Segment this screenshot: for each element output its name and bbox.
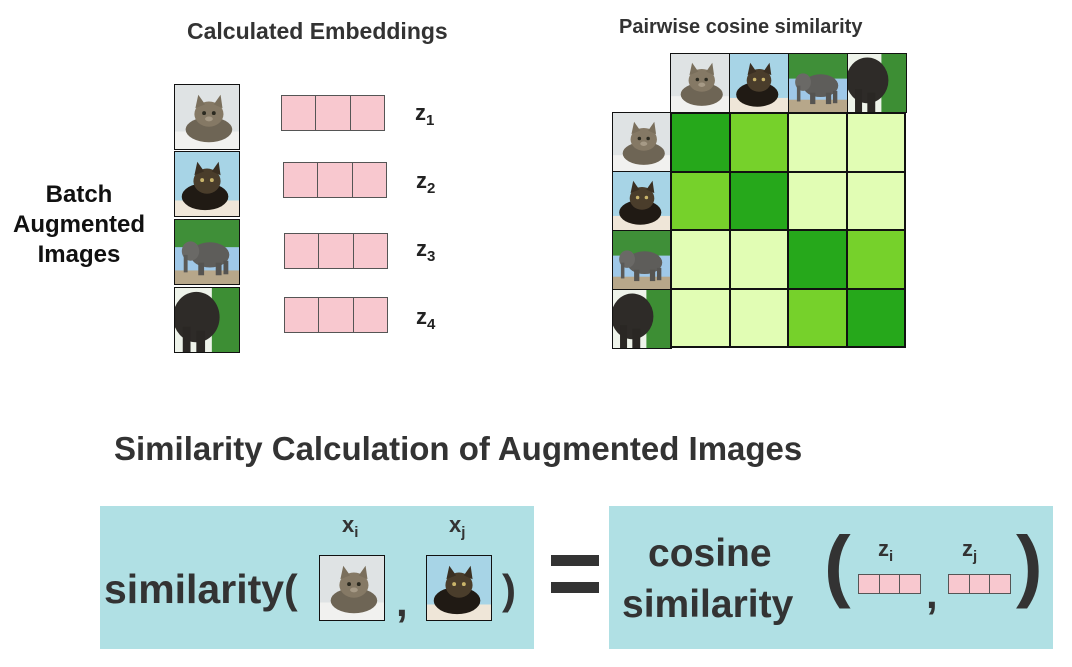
cat-thumbnail-icon [670, 53, 730, 113]
embedding-vector [858, 574, 921, 594]
similarity-function-text: similarity( [104, 566, 298, 612]
similarity-word: similarity [622, 583, 794, 626]
cat-thumbnail-icon [729, 53, 789, 113]
xi-label: xi [342, 512, 359, 541]
similarity-cell-1-4 [846, 113, 905, 172]
elephant-thumbnail-icon [174, 287, 240, 353]
similarity-cell-4-3 [788, 288, 847, 347]
similarity-cell-4-2 [729, 288, 788, 347]
similarity-cell-2-3 [788, 171, 847, 230]
embedding-vector [284, 297, 388, 333]
embedding-vector [284, 233, 388, 269]
cat-thumbnail-icon [612, 171, 672, 231]
similarity-cell-3-4 [846, 230, 905, 289]
xj-label: xj [449, 512, 466, 541]
open-paren: ( [824, 520, 851, 609]
similarity-cell-4-4 [846, 288, 905, 347]
embedding-vector [281, 95, 385, 131]
embeddings-header: Calculated Embeddings [187, 18, 448, 44]
cat-thumbnail-icon [426, 555, 492, 621]
similarity-cell-1-1 [671, 113, 730, 172]
embedding-label: z3 [416, 236, 436, 265]
cosine-word: cosine [648, 532, 772, 575]
similarity-cell-4-1 [671, 288, 730, 347]
zi-label: zi [878, 536, 894, 565]
embedding-label: z2 [416, 168, 436, 197]
embedding-vector [283, 162, 387, 198]
elephant-thumbnail-icon [847, 53, 907, 113]
cat-thumbnail-icon [174, 151, 240, 217]
similarity-cell-2-2 [729, 171, 788, 230]
cat-thumbnail-icon [174, 84, 240, 150]
similarity-cell-3-2 [729, 230, 788, 289]
elephant-thumbnail-icon [612, 230, 672, 290]
cat-thumbnail-icon [612, 112, 672, 172]
similarity-cell-3-3 [788, 230, 847, 289]
batch-label: Batch Augmented Images [13, 181, 145, 268]
cat-thumbnail-icon [319, 555, 385, 621]
embedding-label: z4 [416, 304, 436, 333]
close-paren: ) [1016, 520, 1043, 609]
elephant-thumbnail-icon [174, 219, 240, 285]
comma: , [926, 570, 938, 617]
embedding-label: z1 [415, 100, 435, 129]
similarity-matrix [670, 112, 906, 348]
similarity-cell-1-2 [729, 113, 788, 172]
similarity-header: Pairwise cosine similarity [619, 16, 863, 38]
similarity-cell-2-4 [846, 171, 905, 230]
elephant-thumbnail-icon [788, 53, 848, 113]
similarity-cell-2-1 [671, 171, 730, 230]
comma: , [396, 578, 408, 625]
embedding-vector [948, 574, 1011, 594]
similarity-cell-3-1 [671, 230, 730, 289]
elephant-thumbnail-icon [612, 289, 672, 349]
equals-icon [551, 555, 599, 593]
section-title: Similarity Calculation of Augmented Imag… [114, 430, 803, 467]
zj-label: zj [962, 536, 978, 565]
close-paren: ) [502, 566, 516, 613]
similarity-cell-1-3 [788, 113, 847, 172]
